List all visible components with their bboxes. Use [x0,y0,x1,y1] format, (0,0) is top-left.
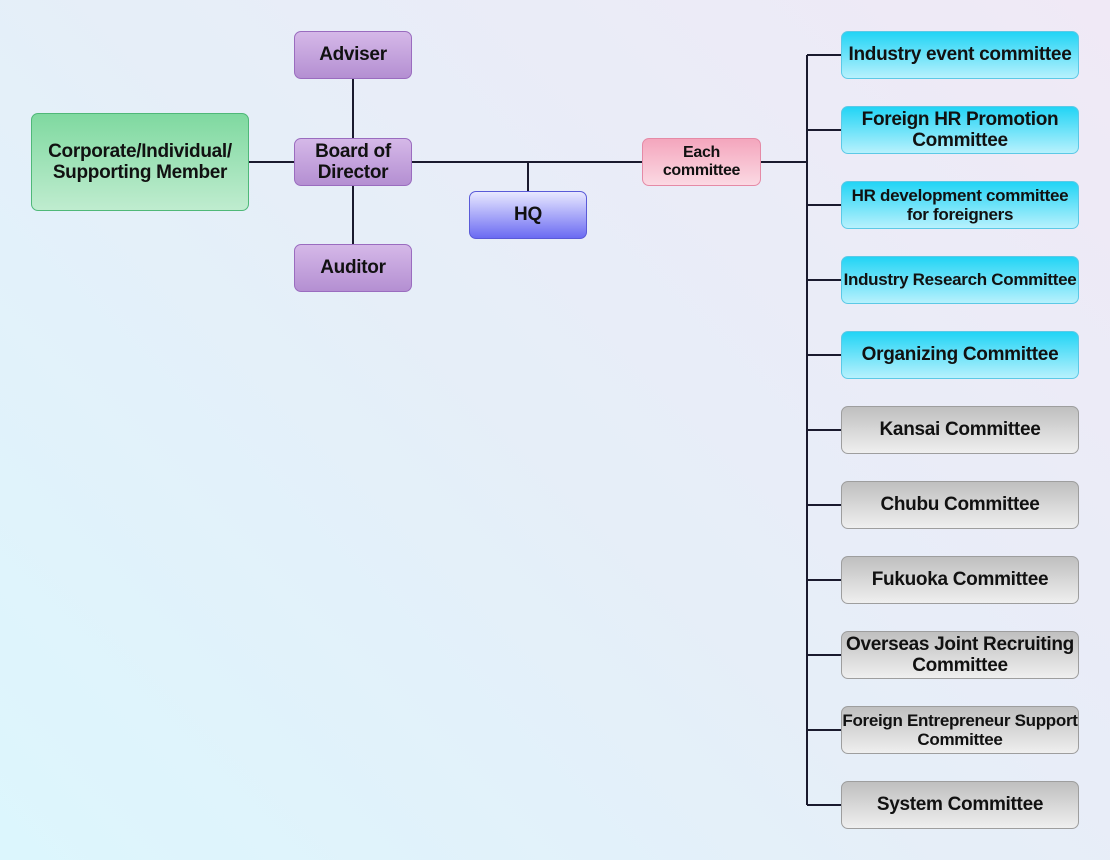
board-node: Board of Director [294,138,412,186]
committee-label: Kansai Committee [879,419,1041,441]
committee-label: Industry event committee [848,44,1072,66]
committee-label: HR development committee for foreigners [851,185,1069,224]
hq-label: HQ [514,204,542,226]
committee-kansai: Kansai Committee [841,406,1079,454]
committee-overseas-recruiting: Overseas Joint Recruiting Committee [841,631,1079,679]
committee-fukuoka: Fukuoka Committee [841,556,1079,604]
committee-label: Foreign Entrepreneur Support Committee [842,710,1078,749]
committee-industry-research: Industry Research Committee [841,256,1079,304]
committee-label: Foreign HR Promotion Committee [861,108,1059,151]
committee-chubu: Chubu Committee [841,481,1079,529]
committee-foreign-hr-promotion: Foreign HR Promotion Committee [841,106,1079,154]
each-committee-node: Each committee [642,138,761,186]
committee-label: Industry Research Committee [843,270,1077,290]
committee-label: Chubu Committee [880,494,1040,516]
committee-label: Organizing Committee [861,344,1059,366]
auditor-node: Auditor [294,244,412,292]
committee-industry-event: Industry event committee [841,31,1079,79]
auditor-label: Auditor [320,257,386,279]
adviser-label: Adviser [319,44,387,66]
committee-organizing: Organizing Committee [841,331,1079,379]
committee-hr-development: HR development committee for foreigners [841,181,1079,229]
committee-label: System Committee [876,794,1044,816]
committee-foreign-entrepreneur: Foreign Entrepreneur Support Committee [841,706,1079,754]
members-node: Corporate/Individual/ Supporting Member [31,113,249,211]
adviser-node: Adviser [294,31,412,79]
committee-system: System Committee [841,781,1079,829]
board-label: Board of Director [315,140,391,183]
committee-label: Overseas Joint Recruiting Committee [846,633,1074,676]
members-label: Corporate/Individual/ Supporting Member [48,140,232,183]
committee-label: Fukuoka Committee [871,569,1049,591]
each-committee-label: Each committee [662,144,741,179]
hq-node: HQ [469,191,587,239]
